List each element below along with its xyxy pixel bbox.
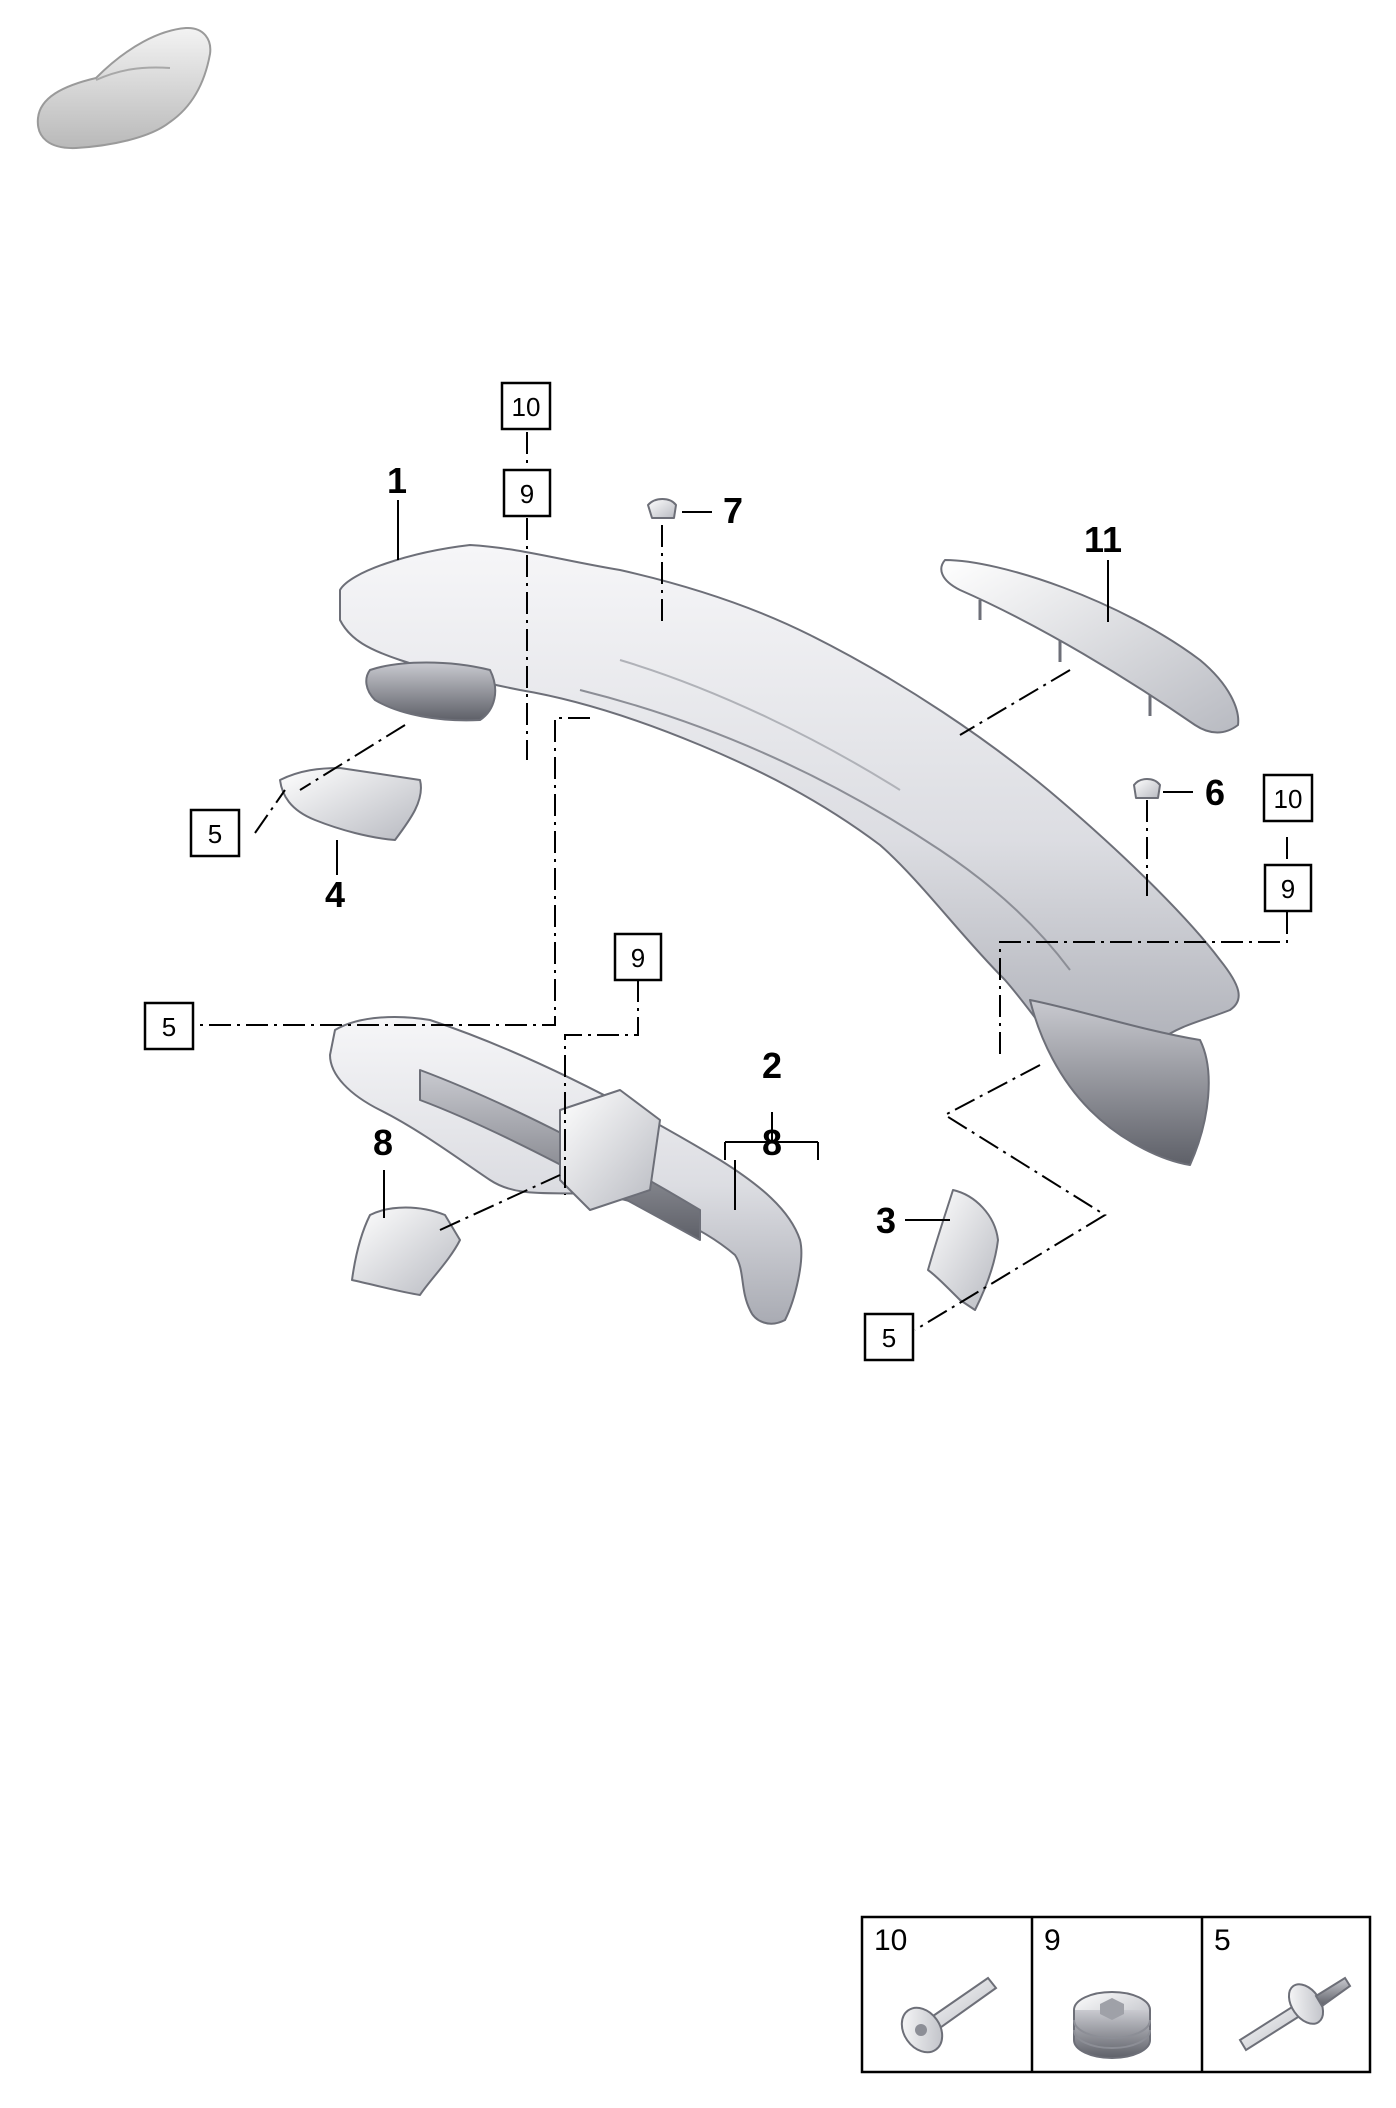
svg-text:10: 10 xyxy=(874,1924,907,1957)
svg-text:10: 10 xyxy=(512,392,541,422)
clip-7 xyxy=(647,498,677,519)
cover-8 xyxy=(351,1206,461,1296)
callout-11: 11 xyxy=(1084,519,1122,560)
side-cover-4 xyxy=(279,767,422,841)
ref-box-10-top: 10 xyxy=(500,381,552,431)
svg-text:5: 5 xyxy=(882,1323,896,1353)
svg-text:5: 5 xyxy=(1214,1924,1231,1957)
leader-lines xyxy=(336,500,1193,1221)
clip-6 xyxy=(1133,778,1161,799)
svg-text:5: 5 xyxy=(208,819,222,849)
ref-box-9-right: 9 xyxy=(1263,863,1313,913)
ref-box-9-top: 9 xyxy=(502,468,552,518)
legend-cell-5: 5 xyxy=(1214,1924,1352,2052)
boxed-refs: 10 9 10 9 9 5 5 5 xyxy=(143,381,1314,1362)
legend-cell-9: 9 xyxy=(1044,1924,1151,2059)
trim-strip xyxy=(940,559,1240,734)
fastener-legend: 10 9 5 xyxy=(860,1915,1372,2074)
ref-box-9-mid: 9 xyxy=(613,932,663,982)
ref-box-10-right: 10 xyxy=(1262,773,1314,823)
legend-cell-10: 10 xyxy=(874,1924,998,2054)
callout-3: 3 xyxy=(876,1200,896,1241)
ref-box-5-bottom: 5 xyxy=(863,1312,915,1362)
bolt-icon xyxy=(900,1976,998,2054)
callout-2: 2 xyxy=(762,1045,782,1086)
svg-text:9: 9 xyxy=(1281,874,1295,904)
spoiler-main-body xyxy=(339,544,1240,1166)
svg-text:9: 9 xyxy=(520,479,534,509)
callout-7: 7 xyxy=(723,490,743,531)
expansion-rivet-icon xyxy=(1238,1976,1352,2052)
callout-4: 4 xyxy=(325,874,345,915)
vehicle-thumbnail-icon xyxy=(36,26,212,150)
callout-8-left: 8 xyxy=(373,1122,393,1163)
svg-text:9: 9 xyxy=(1044,1924,1061,1957)
callout-6: 6 xyxy=(1205,772,1225,813)
ref-box-5-left-upper: 5 xyxy=(189,808,241,858)
callout-8-right: 8 xyxy=(762,1122,782,1163)
assembly-lines xyxy=(195,432,1288,1331)
ref-box-5-left-lower: 5 xyxy=(143,1001,195,1051)
svg-text:9: 9 xyxy=(631,943,645,973)
callout-1: 1 xyxy=(387,460,407,501)
svg-text:5: 5 xyxy=(162,1012,176,1042)
side-cover-3 xyxy=(927,1189,999,1311)
svg-text:10: 10 xyxy=(1274,784,1303,814)
threaded-plug-icon xyxy=(1073,1991,1151,2059)
callouts: 1 7 11 6 4 2 8 8 3 xyxy=(325,460,1225,1241)
